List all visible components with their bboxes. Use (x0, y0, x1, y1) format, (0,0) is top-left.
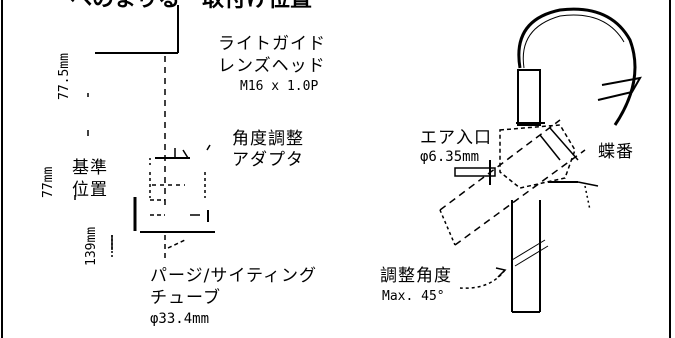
air-inlet-label-2: φ6.35mm (420, 149, 480, 165)
dim-top-label: 77.5mm (57, 53, 72, 100)
reference-label-2: 位置 (72, 180, 108, 200)
dim-bottom-label: 139mm (84, 226, 99, 266)
thread-label: M16 x 1.0P (240, 79, 319, 94)
dim-mid-label: 77mm (41, 166, 56, 198)
air-inlet-label-1: エア入口 (420, 128, 492, 148)
purge-tube-label-2: チューブ (150, 288, 221, 308)
purge-tube-label-3: φ33.4mm (150, 311, 210, 327)
purge-tube-label-1: パージ/サイティング (150, 266, 318, 286)
adapter-label-2: アダプタ (232, 150, 304, 170)
angle-label-1: 調整角度 (380, 266, 452, 286)
light-guide-label-1: ライトガイド (218, 34, 326, 54)
angle-label-2: Max. 45° (382, 289, 445, 304)
reference-label-1: 基準 (72, 158, 108, 178)
hinge-label: 蝶番 (598, 142, 634, 162)
adapter-label-1: 角度調整 (232, 129, 304, 149)
light-guide-label-2: レンズヘッド (218, 56, 326, 76)
diagram-title: へのまりる 取付け位置 (70, 0, 312, 11)
